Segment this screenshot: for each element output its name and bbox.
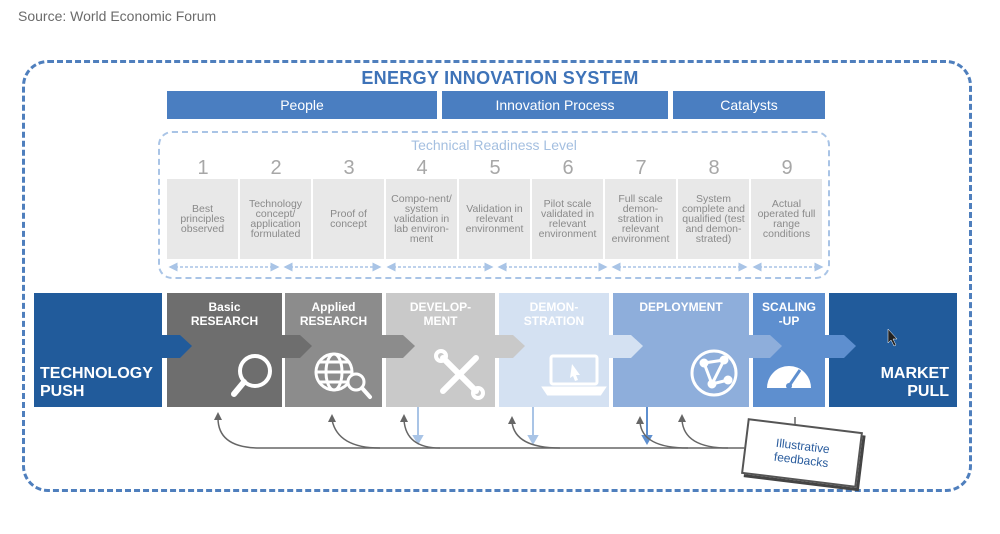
- technology-push-label: TECHNOLOGY PUSH: [40, 365, 153, 400]
- stage-label: DEPLOYMENT: [639, 300, 723, 314]
- stage-label: RESEARCH: [299, 314, 368, 328]
- gauge-icon: [767, 366, 811, 389]
- stage-label: SCALING: [762, 300, 816, 314]
- tools-icon: [434, 349, 485, 400]
- trl-number: 4: [416, 157, 428, 179]
- stage-label: Applied: [311, 300, 356, 314]
- trl-number: 3: [343, 157, 355, 179]
- trl-number: 7: [635, 157, 647, 179]
- trl-frame: [158, 131, 830, 279]
- stage-label: Basic: [208, 300, 241, 314]
- trl-level-box: Pilot scale validated in relevant enviro…: [532, 179, 603, 259]
- trl-level-box: Full scale demon-stration in relevant en…: [605, 179, 676, 259]
- flow-arrow: [280, 335, 312, 358]
- trl-level-box: Compo-nent/ system validation in lab env…: [386, 179, 457, 259]
- flow-arrow: [162, 335, 192, 358]
- trl-level-box: Actual operated full range conditions: [751, 179, 822, 259]
- technology-push-block: TECHNOLOGY PUSH: [34, 293, 162, 407]
- stage-label: DEVELOP-: [409, 300, 472, 314]
- stage-label: MENT: [423, 314, 458, 328]
- trl-level-box: Proof of concept: [313, 179, 384, 259]
- system-frame: [22, 60, 972, 492]
- trl-level-box: System complete and qualified (test and …: [678, 179, 749, 259]
- mouse-cursor: [887, 328, 898, 347]
- globe-search-icon: [314, 352, 372, 399]
- stage-label: RESEARCH: [190, 314, 259, 328]
- market-pull-label: MARKET PULL: [880, 365, 949, 400]
- flow-arrow: [747, 335, 782, 358]
- stage-label: STRATION: [523, 314, 585, 328]
- stage-label: -UP: [778, 314, 800, 328]
- trl-number: 8: [708, 157, 720, 179]
- trl-number: 9: [781, 157, 793, 179]
- trl-level-box: Best principles observed: [167, 179, 238, 259]
- diagram-title: ENERGY INNOVATION SYSTEM: [361, 68, 639, 88]
- trl-number: 5: [489, 157, 501, 179]
- trl-level-box: Technology concept/ application formulat…: [240, 179, 311, 259]
- trl-level-box: Validation in relevant environment: [459, 179, 530, 259]
- flow-arrow: [823, 335, 856, 358]
- bar-people: People: [167, 91, 437, 119]
- stage-label: DEMON-: [529, 300, 579, 314]
- source-text: Source: World Economic Forum: [18, 8, 217, 24]
- laptop-icon: [541, 354, 607, 396]
- network-globe-icon: [690, 349, 738, 397]
- trl-title: Technical Readiness Level: [411, 137, 577, 153]
- feedback-arrows: [217, 417, 796, 449]
- trl-number: 6: [562, 157, 574, 179]
- bar-innovation-process: Innovation Process: [442, 91, 668, 119]
- flow-arrow: [607, 335, 643, 358]
- flow-arrow: [493, 335, 525, 358]
- trl-number: 2: [270, 157, 282, 179]
- stage-deployment: DEPLOYMENT: [613, 293, 749, 407]
- trl-number: 1: [197, 157, 209, 179]
- bar-catalysts: Catalysts: [673, 91, 825, 119]
- magnifier-icon: [231, 354, 272, 397]
- flow-arrow: [380, 335, 415, 358]
